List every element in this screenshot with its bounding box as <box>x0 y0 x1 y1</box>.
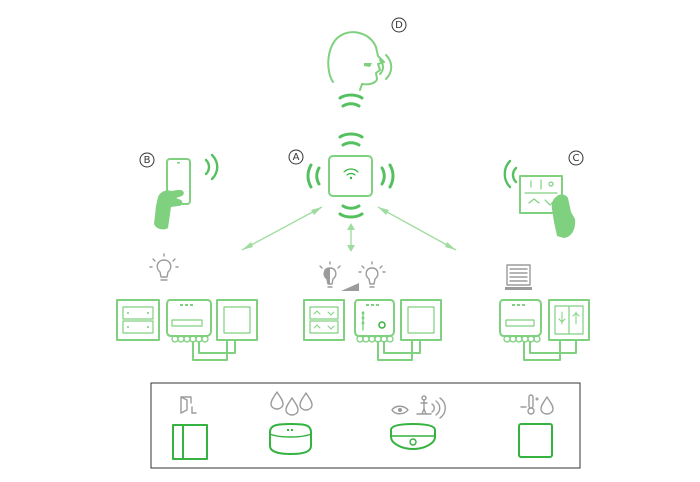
blind-icon <box>505 264 532 290</box>
connection-arrows <box>241 206 457 252</box>
blind-actuator-icon <box>499 299 590 361</box>
dimmer-bulbs-icon <box>319 261 386 291</box>
wireless-gateway-icon <box>328 155 373 197</box>
label-a-badge: A <box>288 149 304 165</box>
temperature-humidity-sensor-icon <box>518 394 554 458</box>
dimmer-actuator-icon <box>303 299 442 361</box>
label-c: C <box>573 153 580 164</box>
ceiling-presence-detector-icon <box>390 395 446 450</box>
door-window-contact-sensor-icon <box>172 396 208 460</box>
sensors-panel <box>150 382 581 469</box>
label-d-badge: D <box>391 17 407 33</box>
voice-signal-icon <box>338 93 364 108</box>
label-b: B <box>144 155 151 166</box>
label-b-badge: B <box>139 152 155 168</box>
smartphone-in-hand-icon <box>154 153 219 230</box>
hub-signal-waves <box>306 132 395 219</box>
water-leak-sensor-icon <box>269 391 313 455</box>
light-bulb-icon <box>149 253 179 281</box>
light-switch-actuator-icon <box>116 299 258 361</box>
label-c-badge: C <box>568 150 584 166</box>
wall-remote-control-icon <box>503 159 576 238</box>
label-d: D <box>395 20 403 31</box>
label-a: A <box>293 152 300 163</box>
voice-assistant-head-icon <box>327 31 393 91</box>
